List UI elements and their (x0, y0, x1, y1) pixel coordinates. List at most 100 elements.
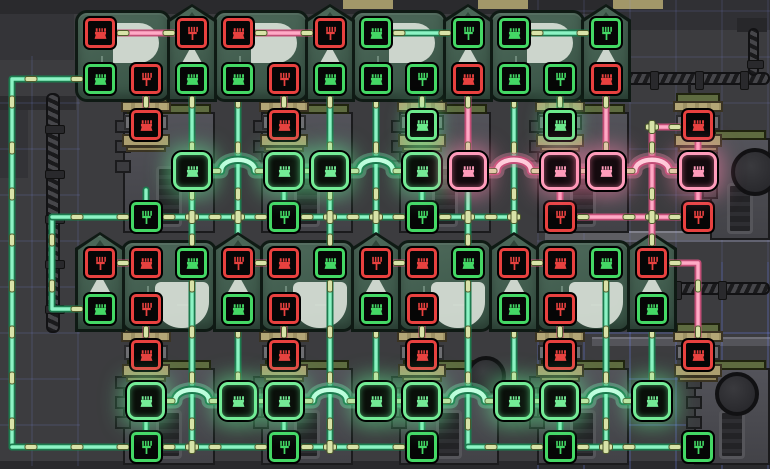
and4-input-b[interactable] (499, 64, 529, 94)
wire-bridge-t8[interactable] (679, 152, 717, 190)
and3-output[interactable] (407, 64, 437, 94)
pedestal-b2-port[interactable] (269, 340, 299, 370)
socket-input-icon (508, 73, 520, 85)
wire-ped5-jog[interactable] (648, 123, 702, 267)
not3-input[interactable] (453, 64, 483, 94)
and1-output[interactable] (131, 64, 161, 94)
latch2-input-a[interactable] (269, 248, 299, 278)
wire-bridge-b5[interactable] (403, 382, 441, 420)
bot-output-5[interactable] (683, 432, 713, 462)
bot-output-1[interactable] (131, 432, 161, 462)
wire-bridge-t5[interactable] (449, 152, 487, 190)
bot-output-3[interactable] (407, 432, 437, 462)
bot-output-4[interactable] (545, 432, 575, 462)
wire-bridge-t1[interactable] (173, 152, 211, 190)
wire-bridge-b7[interactable] (541, 382, 579, 420)
pedestal-t2-port[interactable] (269, 110, 299, 140)
and1-input-b[interactable] (85, 64, 115, 94)
tower-step (115, 160, 131, 173)
pedestal-t1-port[interactable] (131, 110, 161, 140)
pedestal-b5-port[interactable] (683, 340, 713, 370)
and2-input-a[interactable] (223, 18, 253, 48)
latch3-output[interactable] (407, 294, 437, 324)
wire-bridge-b2[interactable] (219, 382, 257, 420)
fork-output-icon (233, 256, 244, 270)
pedestal-part (402, 376, 442, 382)
mid-output-2[interactable] (269, 202, 299, 232)
wire-left-branch[interactable] (48, 213, 104, 313)
mid-output-4[interactable] (545, 202, 575, 232)
not1-input[interactable] (177, 64, 207, 94)
notb5-input[interactable] (637, 294, 667, 324)
wire-bridge-b8[interactable] (633, 382, 671, 420)
notb3-input[interactable] (361, 294, 391, 324)
latch2-input-b[interactable] (315, 248, 345, 278)
tower-top-right[interactable] (702, 128, 770, 242)
not1-output[interactable] (177, 18, 207, 48)
not-cap-mark (92, 240, 108, 251)
latch3-input-a[interactable] (407, 248, 437, 278)
and3-input-a[interactable] (361, 18, 391, 48)
notb1-input[interactable] (85, 294, 115, 324)
not4-output[interactable] (591, 18, 621, 48)
latch4-output[interactable] (545, 294, 575, 324)
socket-input-icon (278, 349, 290, 361)
mid-output-5[interactable] (683, 202, 713, 232)
and2-output[interactable] (269, 64, 299, 94)
wall-patch (737, 18, 767, 32)
wire-bridge-t2[interactable] (265, 152, 303, 190)
pedestal-b4-port[interactable] (545, 340, 575, 370)
and4-output[interactable] (545, 64, 575, 94)
fork-output-icon (601, 26, 612, 40)
wire-notb5-out[interactable] (648, 259, 702, 350)
not3-output[interactable] (453, 18, 483, 48)
wire-bridge-t3[interactable] (311, 152, 349, 190)
tower-step (686, 416, 702, 429)
and3-input-b[interactable] (361, 64, 391, 94)
latch3-input-b[interactable] (453, 248, 483, 278)
wire-bridge-b3[interactable] (265, 382, 303, 420)
latch1-input-a[interactable] (131, 248, 161, 278)
not4-input[interactable] (591, 64, 621, 94)
not2-output[interactable] (315, 18, 345, 48)
latch4-input-b[interactable] (591, 248, 621, 278)
socket-input-icon (278, 395, 290, 407)
mid-output-1[interactable] (131, 202, 161, 232)
mid-output-3[interactable] (407, 202, 437, 232)
notb3-output[interactable] (361, 248, 391, 278)
notb4-input[interactable] (499, 294, 529, 324)
wire-bridge-t7[interactable] (587, 152, 625, 190)
latch2-output[interactable] (269, 294, 299, 324)
bot-output-2[interactable] (269, 432, 299, 462)
notb5-output[interactable] (637, 248, 667, 278)
socket-input-icon (232, 395, 244, 407)
wire-bridge-b4[interactable] (357, 382, 395, 420)
socket-input-icon (186, 73, 198, 85)
and1-input-a[interactable] (85, 18, 115, 48)
wire-bridge-b1[interactable] (127, 382, 165, 420)
pedestal-t3-port[interactable] (407, 110, 437, 140)
latch1-input-b[interactable] (177, 248, 207, 278)
wire-bridge-t4[interactable] (403, 152, 441, 190)
wire-bridge-b6[interactable] (495, 382, 533, 420)
latch4-input-a[interactable] (545, 248, 575, 278)
notb2-output[interactable] (223, 248, 253, 278)
notb2-input[interactable] (223, 294, 253, 324)
tower-bottom-right[interactable] (686, 358, 770, 467)
and2-input-b[interactable] (223, 64, 253, 94)
pedestal-t5-port[interactable] (683, 110, 713, 140)
braided-cable (747, 28, 764, 76)
notb1-output[interactable] (85, 248, 115, 278)
notb4-output[interactable] (499, 248, 529, 278)
fork-output-icon (279, 302, 290, 316)
cable-clamp (740, 71, 749, 90)
socket-input-icon (692, 119, 704, 131)
not2-input[interactable] (315, 64, 345, 94)
and4-input-a[interactable] (499, 18, 529, 48)
latch1-output[interactable] (131, 294, 161, 324)
pedestal-b3-port[interactable] (407, 340, 437, 370)
pedestal-t4-port[interactable] (545, 110, 575, 140)
pedestal-b1-port[interactable] (131, 340, 161, 370)
wire-bridge-t6[interactable] (541, 152, 579, 190)
fork-output-icon (555, 302, 566, 316)
